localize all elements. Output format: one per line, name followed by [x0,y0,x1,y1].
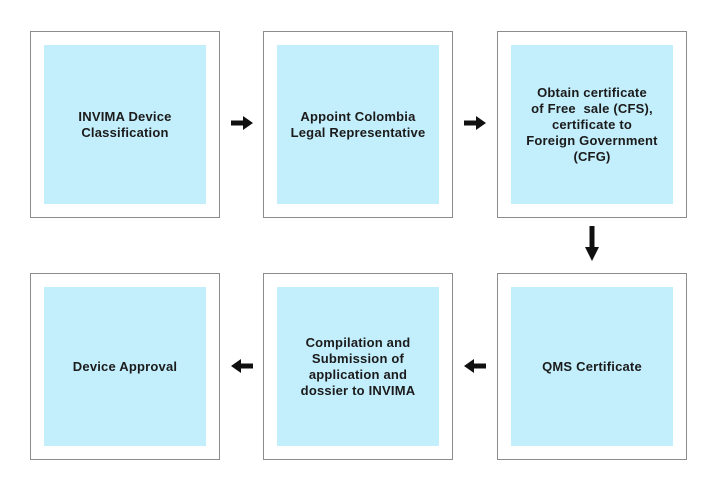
arrow-left-icon [231,359,253,373]
flow-node-obtain-cfs-cfg-certificates: Obtain certificate of Free sale (CFS), c… [497,31,687,218]
node-fill-panel: Obtain certificate of Free sale (CFS), c… [511,45,673,204]
node-fill-panel: Appoint Colombia Legal Representative [277,45,439,204]
node-fill-panel: INVIMA Device Classification [44,45,206,204]
node-fill-panel: QMS Certificate [511,287,673,446]
node-label: Appoint Colombia Legal Representative [290,108,426,140]
node-label: Obtain certificate of Free sale (CFS), c… [526,84,658,164]
node-label: INVIMA Device Classification [78,108,172,140]
node-fill-panel: Compilation and Submission of applicatio… [277,287,439,446]
node-fill-panel: Device Approval [44,287,206,446]
flow-node-appoint-colombia-legal-representative: Appoint Colombia Legal Representative [263,31,453,218]
flow-node-invima-device-classification: INVIMA Device Classification [30,31,220,218]
flow-node-device-approval: Device Approval [30,273,220,460]
flow-node-qms-certificate: QMS Certificate [497,273,687,460]
node-label: Compilation and Submission of applicatio… [300,334,416,398]
flow-node-compilation-and-submission: Compilation and Submission of applicatio… [263,273,453,460]
arrow-left-icon [464,359,486,373]
node-label: Device Approval [72,358,178,374]
node-label: QMS Certificate [542,358,642,374]
arrow-down-icon [585,226,599,261]
arrow-right-icon [464,116,486,130]
arrow-right-icon [231,116,253,130]
